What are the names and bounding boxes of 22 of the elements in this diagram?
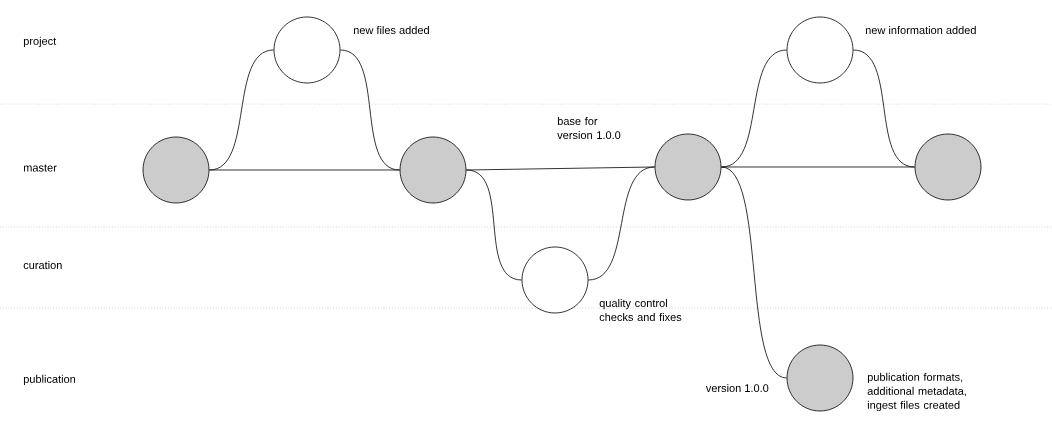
branch-line	[466, 166, 655, 171]
commit-circle	[273, 16, 341, 84]
lane-label: project	[23, 36, 57, 48]
branch-line	[721, 166, 915, 168]
commit-circle	[786, 344, 854, 412]
commit-circle	[786, 16, 854, 84]
commit-circle	[142, 136, 210, 204]
commit-circle	[914, 133, 982, 201]
lane-label: master	[23, 164, 57, 172]
commit-circle	[654, 133, 722, 201]
node-caption: new files added	[353, 25, 429, 35]
node-caption: publication formats, additional metadata, ingest files created	[867, 372, 966, 412]
node-caption: base for version 1.0.0	[557, 116, 621, 140]
lane-label: curation	[23, 260, 62, 270]
node-caption: quality control checks and fixes	[599, 298, 682, 322]
commit-circle	[399, 136, 467, 204]
branch-line	[209, 169, 400, 171]
node-caption: version 1.0.0	[705, 383, 769, 393]
node-caption: new information added	[865, 25, 976, 35]
commit-circle	[521, 246, 589, 314]
lane-label: publication	[23, 374, 76, 386]
branch-line	[721, 166, 787, 379]
